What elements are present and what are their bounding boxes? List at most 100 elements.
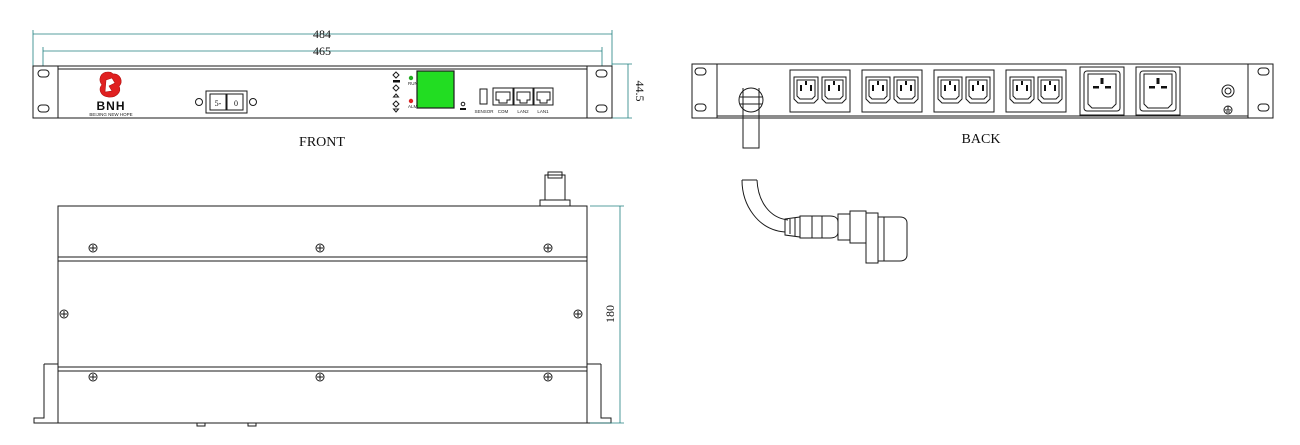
c13-group <box>1005 69 1067 113</box>
switch-label: 5- <box>215 99 222 108</box>
screw-icon <box>249 98 257 106</box>
back-left-slot-top <box>694 67 707 76</box>
cord-curve <box>741 179 786 233</box>
c13-outlet-icon <box>821 76 847 104</box>
back-right-slot-bottom <box>1257 103 1270 112</box>
screw-icon <box>88 243 98 253</box>
breaker-right <box>226 93 244 111</box>
ground-screw-icon <box>1221 84 1235 98</box>
c13-outlet-icon <box>937 76 963 104</box>
port-label-lan2: LAN2 <box>517 109 529 114</box>
plug-detail <box>741 179 908 264</box>
screw-icon <box>88 372 98 382</box>
plug-flange <box>865 212 879 264</box>
screw-icon <box>573 309 583 319</box>
dimension-180-label: 180 <box>603 305 617 323</box>
top-cable <box>544 174 566 201</box>
brand-logo: BNH BEIJING NEW HOPE <box>89 71 133 117</box>
dimension-484-label: 484 <box>313 27 331 41</box>
port-label-lan1: LAN1 <box>537 109 549 114</box>
indicator-bar <box>460 108 466 110</box>
led-alm-label: ALM <box>408 104 418 109</box>
c13-outlet-icon <box>1037 76 1063 104</box>
dimension-465-label: 465 <box>313 44 331 58</box>
brand-text: BNH <box>97 99 126 113</box>
plug-ring <box>849 210 867 244</box>
front-left-slot-bottom <box>37 104 50 113</box>
front-view: 484 465 44.5 BNH BEIJING NEW H <box>32 27 647 150</box>
c13-group <box>861 69 923 113</box>
reset-pinhole-icon <box>460 101 466 107</box>
rj45-ports <box>492 87 554 106</box>
screw-icon <box>315 243 325 253</box>
c13-outlet-icon <box>893 76 919 104</box>
c13-group <box>933 69 995 113</box>
diamond-button-icon <box>392 71 400 79</box>
dimension-465: 465 <box>42 44 603 66</box>
com-port <box>492 87 514 106</box>
industrial-plug-icon <box>877 216 908 262</box>
front-label: FRONT <box>299 135 345 150</box>
c13-outlet-icon <box>865 76 891 104</box>
front-right-slot-bottom <box>595 104 608 113</box>
indicator-bar <box>393 80 400 83</box>
top-cable-gland <box>539 199 571 207</box>
top-view: 180 <box>33 171 624 427</box>
right-mount-flange <box>587 364 612 424</box>
c13-outlet-icon <box>965 76 991 104</box>
lan2-port <box>513 87 534 106</box>
run-led-icon <box>408 75 414 81</box>
led-indicators: RUN ALM <box>408 75 418 109</box>
port-label-sensor: SENSOR <box>474 109 494 114</box>
diamond-button-icon <box>392 84 400 92</box>
dimension-484: 484 <box>32 27 613 66</box>
diamond-button-icon <box>392 100 400 108</box>
front-panel-body <box>57 65 588 119</box>
front-right-ear <box>586 65 613 119</box>
lan1-port <box>533 87 554 106</box>
display-controls <box>392 71 400 113</box>
dimension-44-5-label: 44.5 <box>633 81 647 102</box>
brand-subtext: BEIJING NEW HOPE <box>89 112 132 117</box>
power-cord-entry <box>738 87 764 149</box>
c19-outlet-icon <box>1135 66 1181 116</box>
ground-terminal <box>1221 84 1235 115</box>
down-arrow-icon <box>392 108 400 113</box>
c19-outlet-icon <box>1079 66 1125 116</box>
c19-outlets <box>1079 66 1181 116</box>
back-left-slot-bottom <box>694 103 707 112</box>
c13-outlet-icon <box>793 76 819 104</box>
front-left-ear <box>32 65 59 119</box>
screw-icon <box>315 372 325 382</box>
back-view: BACK <box>691 63 1274 149</box>
alarm-led-icon <box>408 98 414 104</box>
plug-handle <box>799 215 839 239</box>
switch-label-2: 0 <box>234 99 238 108</box>
plug-collar <box>837 213 851 241</box>
breaker-switch: 5- 0 <box>195 90 257 114</box>
c13-outlet-groups <box>789 69 1067 113</box>
port-label-com: COM <box>498 109 509 114</box>
breaker-left <box>209 93 227 111</box>
front-left-slot-top <box>37 69 50 78</box>
dragon-logo-icon <box>99 71 122 98</box>
c13-outlet-icon <box>1009 76 1035 104</box>
dimension-44-5: 44.5 <box>612 63 647 119</box>
cable-gland-icon <box>738 87 764 113</box>
c13-group <box>789 69 851 113</box>
bottom-tabs <box>196 423 257 427</box>
screw-icon <box>543 372 553 382</box>
back-label: BACK <box>962 132 1001 147</box>
back-right-slot-top <box>1257 67 1270 76</box>
top-screws <box>59 243 583 382</box>
screw-icon <box>59 309 69 319</box>
top-body <box>57 205 588 424</box>
screw-icon <box>195 98 203 106</box>
breaker-frame <box>205 90 248 114</box>
left-mount-flange <box>33 364 58 424</box>
up-arrow-icon <box>392 93 400 98</box>
front-right-slot-top <box>595 69 608 78</box>
led-run-label: RUN <box>408 81 418 86</box>
dimension-180: 180 <box>590 205 624 424</box>
sensor-port <box>479 88 488 105</box>
